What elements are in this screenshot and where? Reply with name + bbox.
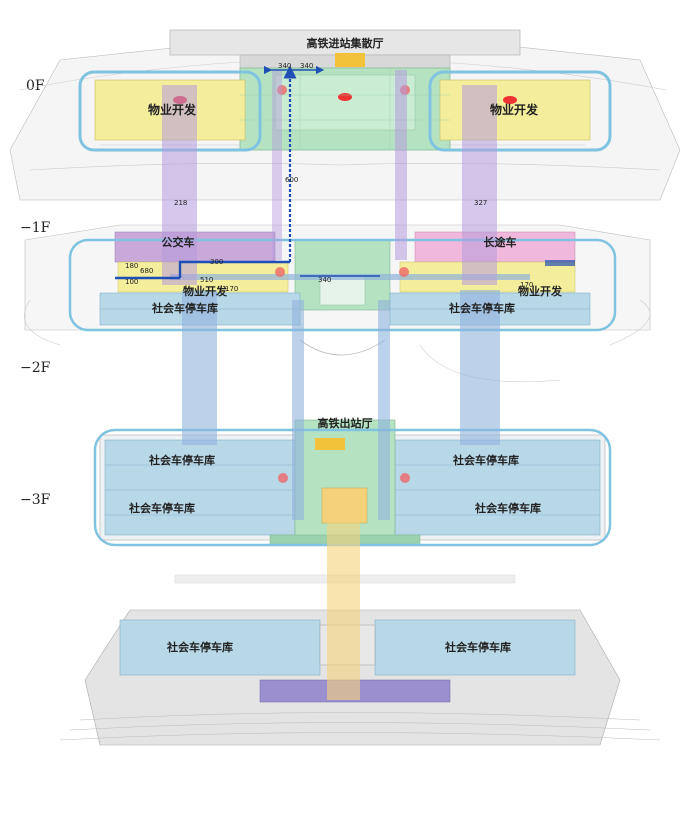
label-property-1f-right: 物业开发 [518,284,563,298]
dim-680: 680 [140,267,153,275]
floor-label-minus3f: −3F [20,492,51,508]
label-parking-3f-ur: 社会车停车库 [452,453,519,467]
dim-340-mid: 340 [318,276,331,284]
dim-340-top-left: 340 [278,62,291,70]
floor-minus2f-plan [299,339,561,383]
label-parking-3f-ll: 社会车停车库 [128,501,195,515]
label-property-0f-left: 物业开发 [148,102,197,117]
label-arrival-hall: 高铁出站厅 [318,416,373,430]
dim-300: 300 [210,258,223,266]
dim-327: 327 [474,199,487,207]
dim-600: 600 [285,176,298,184]
label-parking-1f-right: 社会车停车库 [448,301,515,315]
dim-170-left: 170 [225,285,238,293]
label-parking-3f-ul: 社会车停车库 [148,453,215,467]
dim-100: 100 [125,278,138,286]
floor-0f-plan [9,29,681,201]
floor-label-minus1f: −1F [20,220,51,236]
label-departure-hall: 高铁进站集散厅 [307,36,384,50]
label-parking-bottom-right: 社会车停车库 [444,640,511,654]
label-parking-bottom-left: 社会车停车库 [166,640,233,654]
dim-170-right: 170 [520,281,533,289]
route-lines [115,65,380,280]
dim-340-top-right: 340 [300,62,313,70]
dim-180: 180 [125,262,138,270]
dim-218: 218 [174,199,187,207]
label-parking-3f-lr: 社会车停车库 [474,501,541,515]
label-parking-1f-left: 社会车停车库 [151,301,218,315]
label-coach: 长途车 [484,235,517,249]
floor-label-0f: 0F [26,78,45,94]
vertical-connectors [162,70,500,700]
label-property-1f-left: 物业开发 [183,284,228,298]
dim-510: 510 [200,276,213,284]
label-property-0f-right: 物业开发 [490,102,539,117]
floor-label-minus2f: −2F [20,360,51,376]
label-bus: 公交车 [162,235,195,249]
